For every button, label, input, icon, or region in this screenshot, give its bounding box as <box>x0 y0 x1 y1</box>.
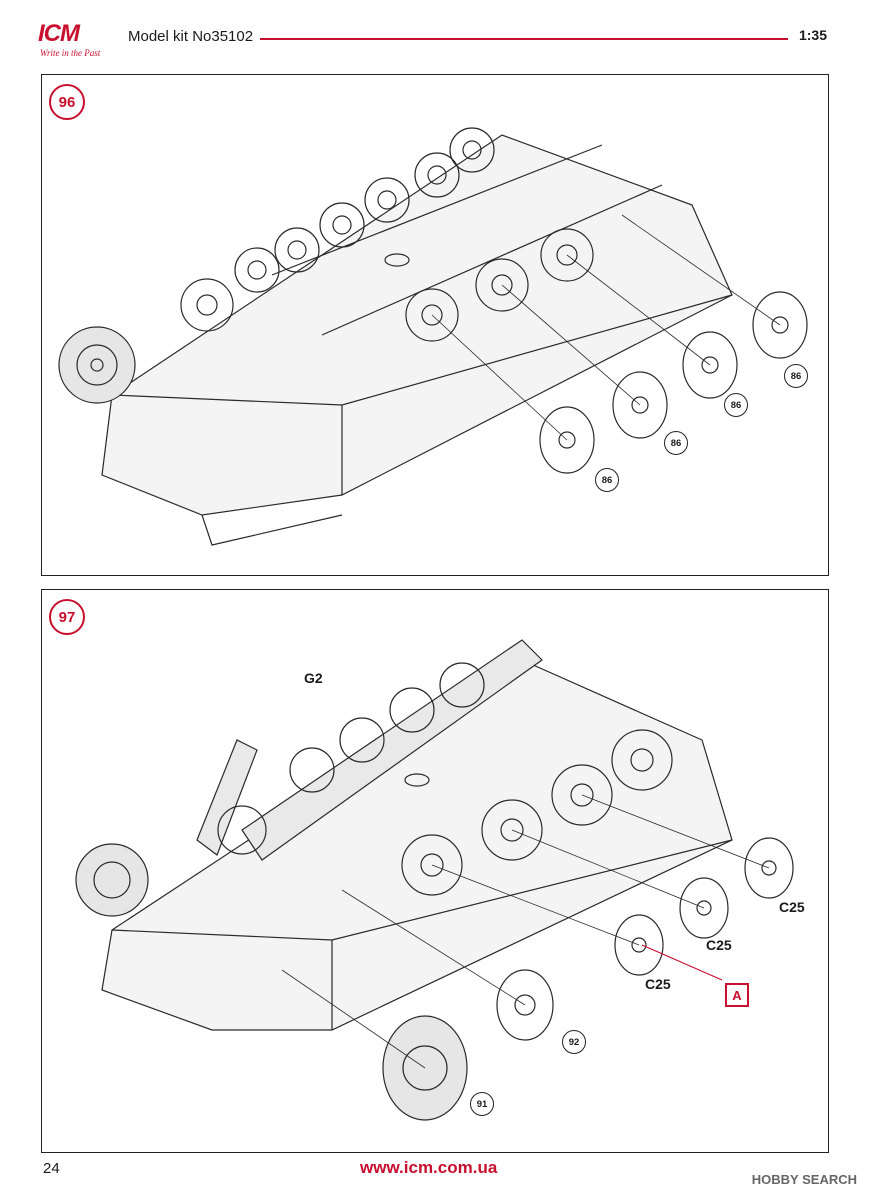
part-callout: 86 <box>784 364 808 388</box>
part-callout: 86 <box>724 393 748 417</box>
step-96-panel: 96 86 86 86 86 <box>41 74 829 576</box>
watermark-text: HOBBY SEARCH <box>751 1172 857 1187</box>
logo-tagline: Write in the Past <box>40 48 101 58</box>
header-rule <box>260 38 788 40</box>
step-number-badge: 97 <box>49 599 85 635</box>
page-number: 24 <box>43 1160 60 1177</box>
part-label-wheel: C25 <box>779 899 805 915</box>
page-header: ICM Write in the Past Model kit No35102 … <box>0 0 869 75</box>
step-97-illustration <box>75 639 794 1121</box>
part-label-wheel: C25 <box>645 976 671 992</box>
reference-box: A <box>725 983 749 1007</box>
part-callout: 91 <box>470 1092 494 1116</box>
step-96-illustration <box>58 127 808 546</box>
part-callout: 92 <box>562 1030 586 1054</box>
part-callout: 86 <box>595 468 619 492</box>
part-callout: 86 <box>664 431 688 455</box>
part-label-track: G2 <box>304 670 323 686</box>
footer-url[interactable]: www.icm.com.ua <box>360 1158 498 1177</box>
logo-text: ICM <box>38 20 80 47</box>
scale-label: 1:35 <box>798 27 827 43</box>
step-97-panel: 97 G2 C25 C25 C25 A 92 91 <box>41 589 829 1153</box>
part-label-wheel: C25 <box>706 937 732 953</box>
step-number-badge: 96 <box>49 84 85 120</box>
kit-title: Model kit No35102 <box>128 28 254 45</box>
icm-logo: ICM Write in the Past <box>28 20 128 68</box>
